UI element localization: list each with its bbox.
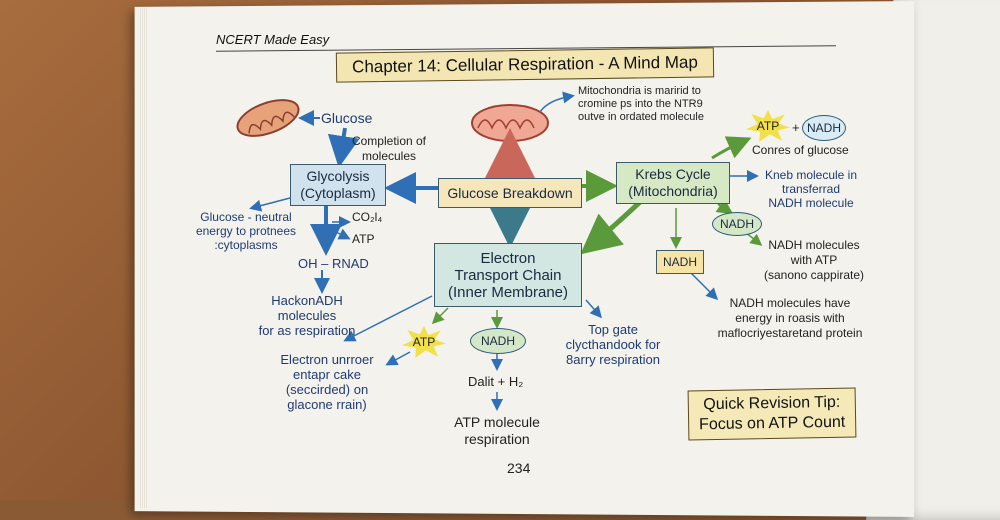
- label-glucose-neutral: Glucose - neutral energy to protnees :cy…: [195, 210, 297, 252]
- node-nadh-box: NADH: [656, 250, 704, 274]
- label-completion: Completion of molecules: [351, 134, 427, 163]
- tip-line-2: Focus on ATP Count: [698, 413, 846, 434]
- mitochondrion-icon-top: [471, 104, 549, 142]
- page-edges: [140, 8, 148, 508]
- label-nadh-with-atp: NADH molecules with ATP (sanono cappirat…: [763, 238, 865, 282]
- label-conres: Conres of glucose: [752, 143, 849, 157]
- atp-star-bottom-label: ATP: [412, 335, 436, 349]
- label-krebs-note: Kneb molecule in transferrad NADH molecu…: [764, 168, 858, 210]
- node-glycolysis: Glycolysis (Cytoplasm): [290, 164, 386, 206]
- node-electron-transport-chain: Electron Transport Chain (Inner Membrane…: [434, 243, 582, 307]
- label-electron-unrroer: Electron unrroer entapr cake (seccirded)…: [280, 352, 374, 412]
- book-header: NCERT Made Easy: [216, 32, 330, 47]
- label-mitochondria-note: Mitochondria is maririd to cromine ps in…: [578, 85, 704, 123]
- nadh-oval-bottom: NADH: [470, 328, 526, 354]
- atp-star-top-label: ATP: [756, 119, 780, 133]
- page-number: 234: [507, 460, 531, 476]
- label-atp-glycolysis: ATP: [352, 232, 375, 246]
- nadh-oval-top: NADH: [802, 115, 846, 141]
- node-krebs-cycle: Krebs Cycle (Mitochondria): [616, 162, 730, 204]
- label-oh-rnad: OH – RNAD: [298, 256, 369, 271]
- label-top-gate: Top gate clycthandook for 8arry respirat…: [565, 322, 661, 367]
- label-dalit: Dalit + H₂: [468, 374, 524, 389]
- label-hack-nadh: HackonADH molecules for as respiration: [258, 293, 356, 338]
- label-atp-molecule: ATP molecule respiration: [454, 414, 540, 447]
- label-nadh-have: NADH molecules have energy in roasis wit…: [717, 296, 863, 340]
- mitochondrion-icon-left: [236, 99, 300, 137]
- tip-line-1: Quick Revision Tip:: [703, 393, 841, 414]
- label-co2: CO₂l₄: [352, 210, 383, 224]
- nadh-oval-mid: NADH: [712, 212, 762, 236]
- label-glucose: Glucose: [321, 110, 373, 126]
- mind-map-arrows: [236, 91, 763, 411]
- node-glucose-breakdown: Glucose Breakdown: [438, 178, 582, 208]
- quick-revision-tip: Quick Revision Tip: Focus on ATP Count: [687, 387, 857, 441]
- plus-sign: +: [792, 120, 800, 135]
- chapter-title: Chapter 14: Cellular Respiration - A Min…: [335, 47, 715, 83]
